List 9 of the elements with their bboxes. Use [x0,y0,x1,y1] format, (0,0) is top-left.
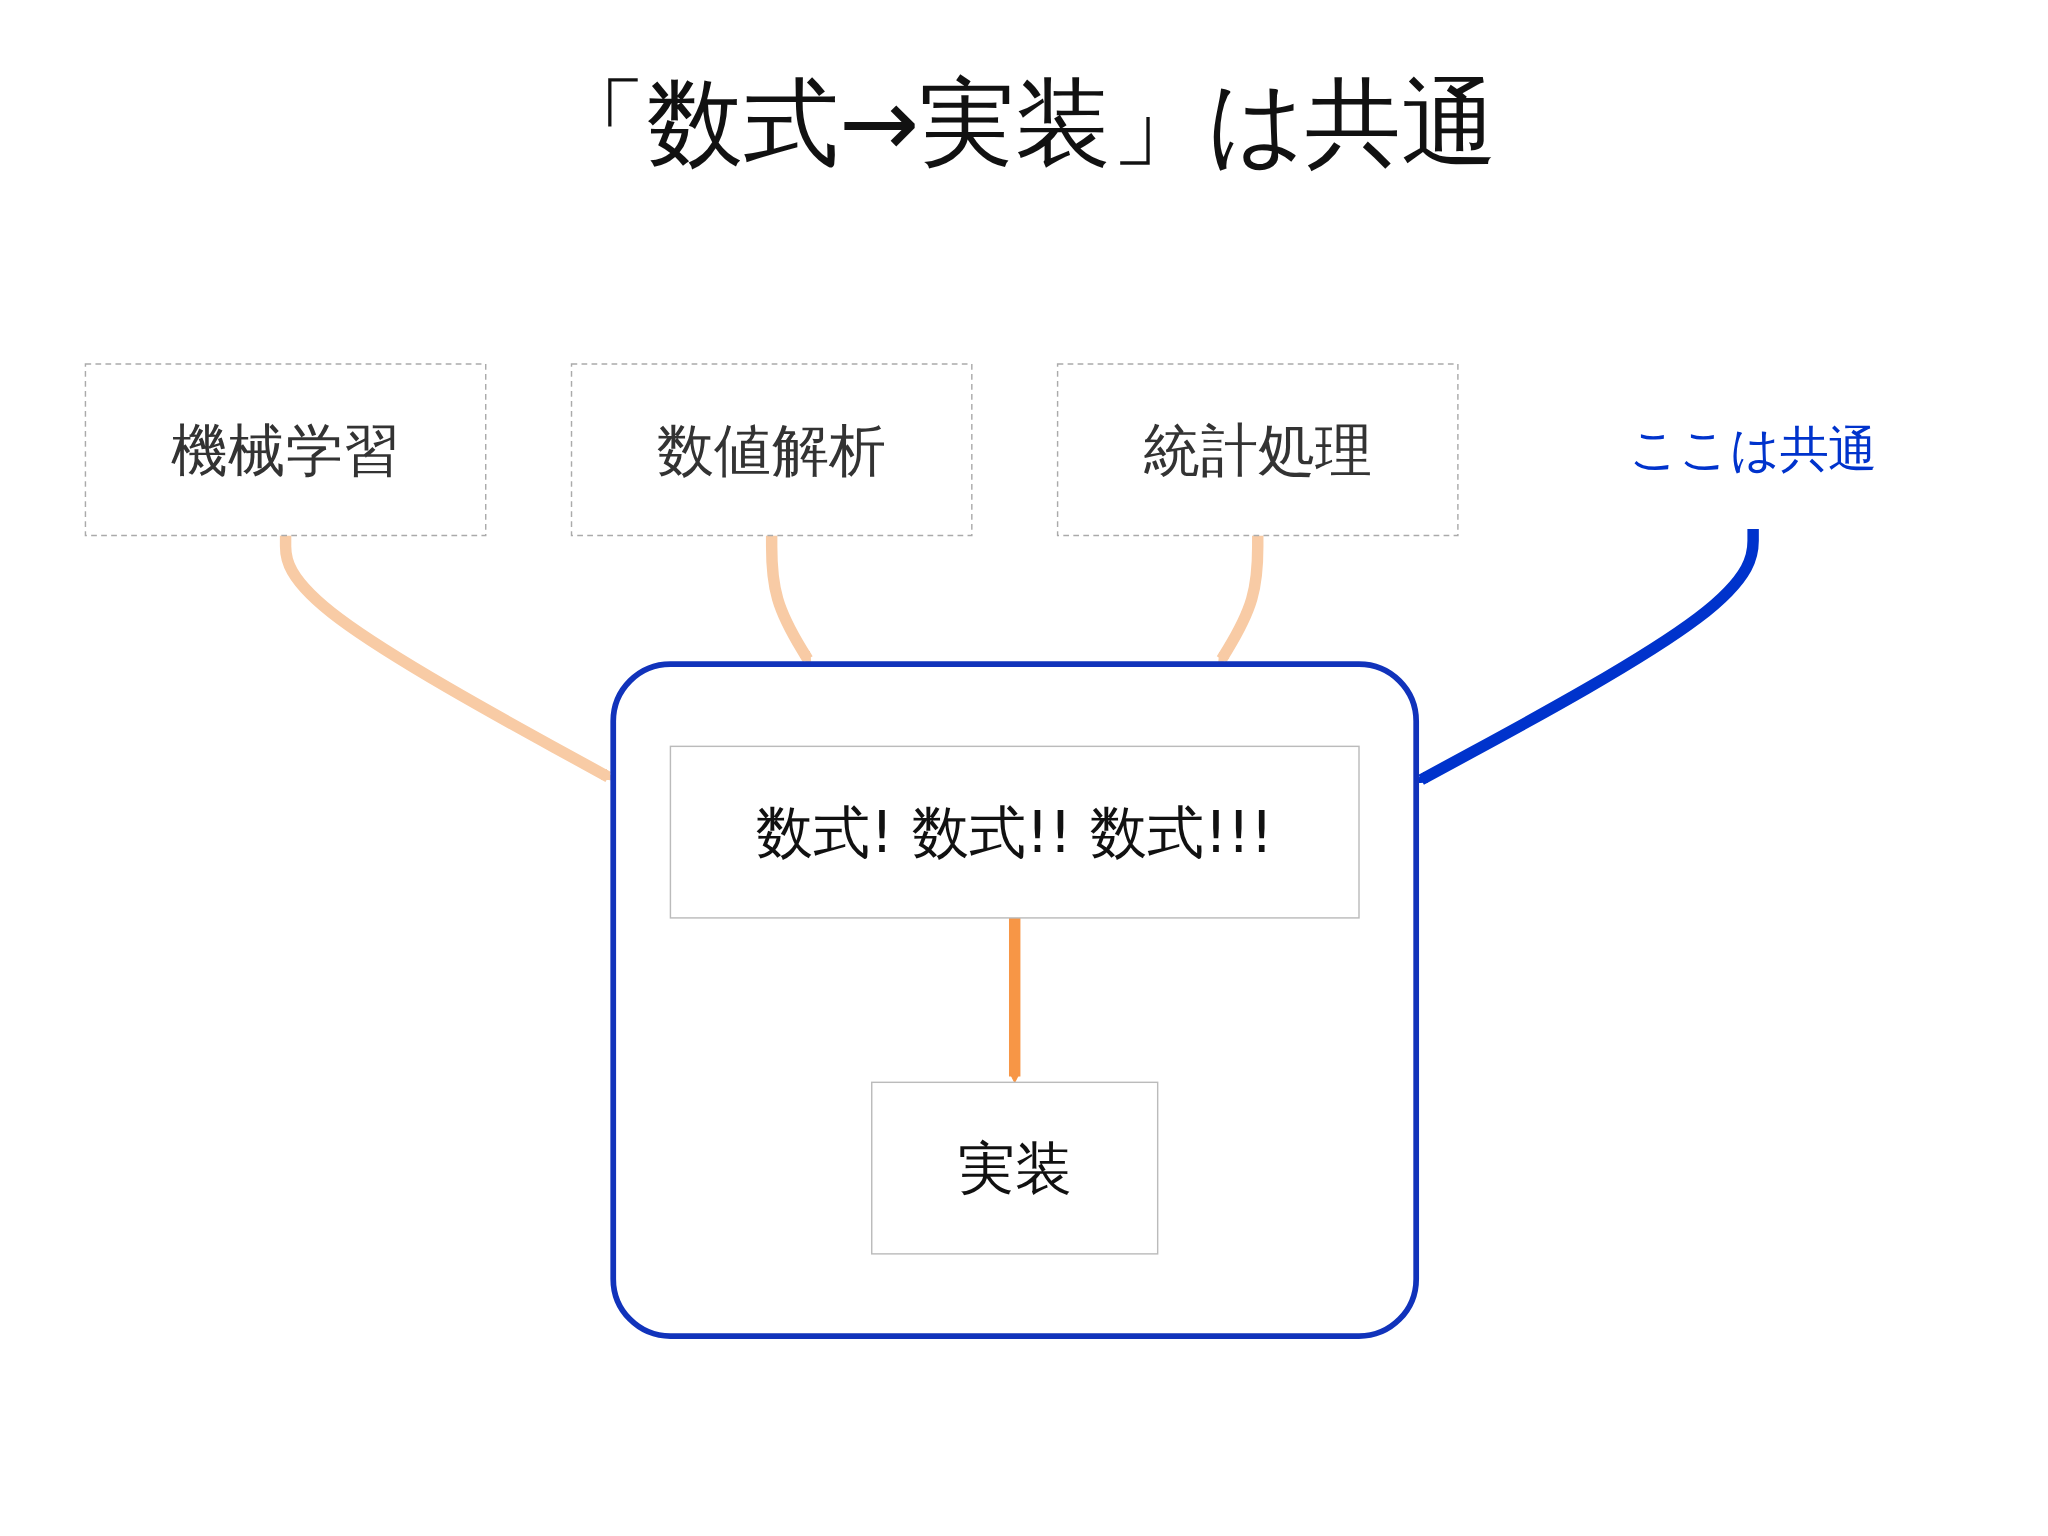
node-box: 統計処理 [1056,363,1459,537]
cluster [610,661,1420,1339]
node-box: 数値解析 [570,363,973,537]
node-box: 実装 [871,1081,1159,1255]
slide-title: 「数式→実装」は共通 [549,66,1499,181]
node-box: 機械学習 [84,363,487,537]
node-box: 数式! 数式!! 数式!!! [669,745,1360,919]
node-text: ここは共通 [1629,420,1877,478]
arrow [1008,917,1021,1083]
